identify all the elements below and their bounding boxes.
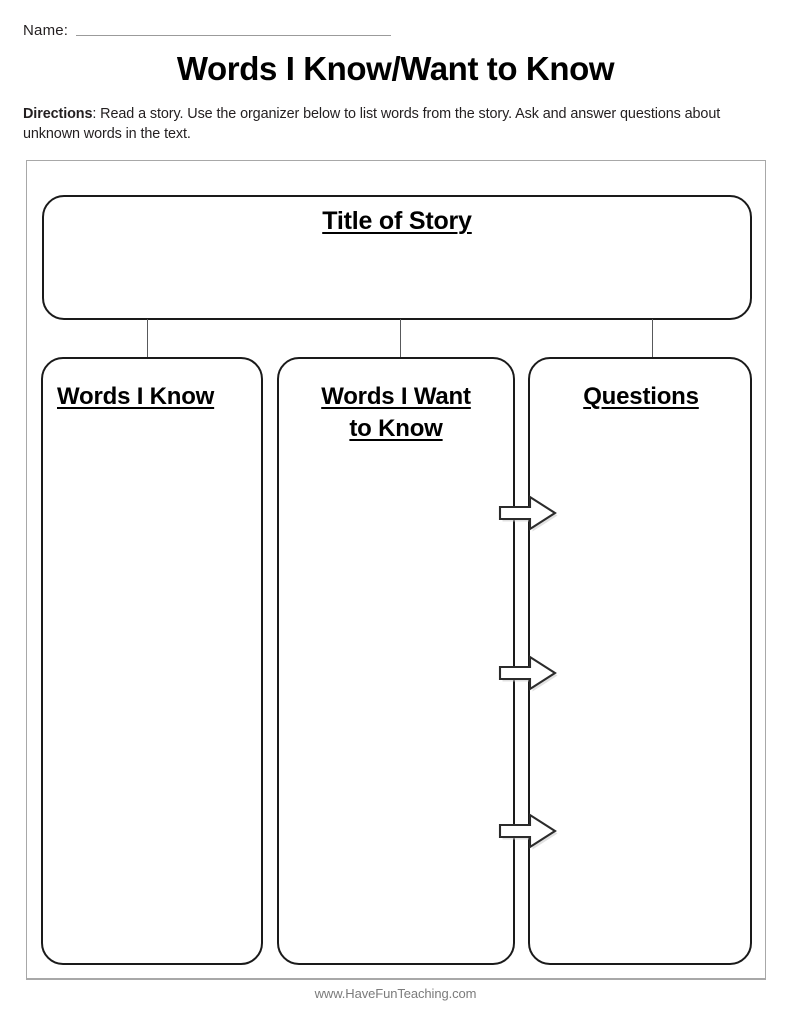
directions-text: Directions: Read a story. Use the organi… [23,104,758,144]
directions-label: Directions [23,106,93,122]
column-box-words-i-know[interactable]: Words I Know [41,357,263,965]
right-arrow-icon [498,495,558,532]
column-title-words-i-want-to-know: Words I Want to Know [287,381,505,445]
column-title-line-1: Words I Want [321,383,471,410]
organizer-frame [26,160,766,979]
flow-arrow-1 [497,491,559,535]
column-box-questions[interactable]: Questions [528,357,752,965]
footer-divider [26,979,766,980]
directions-body: : Read a story. Use the organizer below … [23,106,721,142]
column-title-words-i-know: Words I Know [51,381,253,413]
name-field-row: Name: [23,22,392,40]
footer-url[interactable]: www.HaveFunTeaching.com [314,986,477,1001]
connector-line-1 [147,319,148,359]
column-title-line-2: to Know [349,415,443,442]
right-arrow-icon [498,813,558,850]
column-title-questions: Questions [538,381,742,413]
page-title: Words I Know/Want to Know [176,50,615,87]
column-title-line-1: Words I Know [57,383,215,410]
connector-line-2 [400,319,401,359]
story-title-label: Title of Story [322,207,472,235]
flow-arrow-3 [497,809,559,853]
column-title-line-1: Questions [583,383,699,410]
connector-line-3 [652,319,653,359]
column-box-words-i-want-to-know[interactable]: Words I Want to Know [277,357,515,965]
name-label: Name: [23,22,69,39]
flow-arrow-2 [497,651,559,695]
name-write-line[interactable] [76,35,392,36]
story-title-box[interactable]: Title of Story [42,195,752,320]
right-arrow-icon [498,655,558,692]
